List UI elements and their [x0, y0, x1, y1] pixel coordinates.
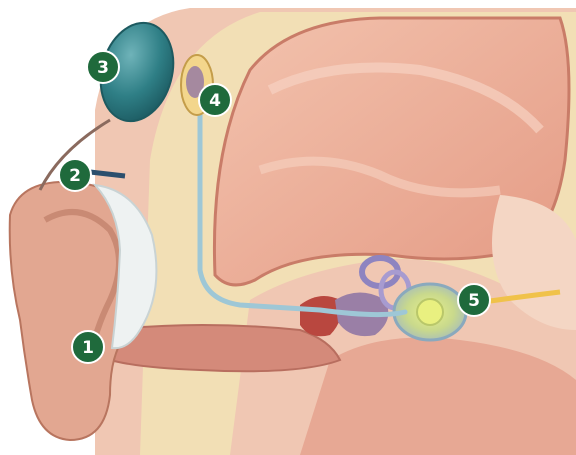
- marker-3-label: 3: [97, 58, 109, 78]
- marker-2-label: 2: [69, 166, 81, 186]
- marker-1: 1: [72, 331, 104, 363]
- marker-5: 5: [458, 284, 490, 316]
- marker-1-label: 1: [82, 338, 94, 358]
- cochlea-center: [417, 299, 443, 325]
- marker-4-label: 4: [209, 91, 221, 111]
- marker-3: 3: [87, 51, 119, 83]
- ear-canal: [110, 325, 340, 371]
- marker-4: 4: [199, 84, 231, 116]
- marker-2: 2: [59, 159, 91, 191]
- marker-5-label: 5: [468, 291, 480, 311]
